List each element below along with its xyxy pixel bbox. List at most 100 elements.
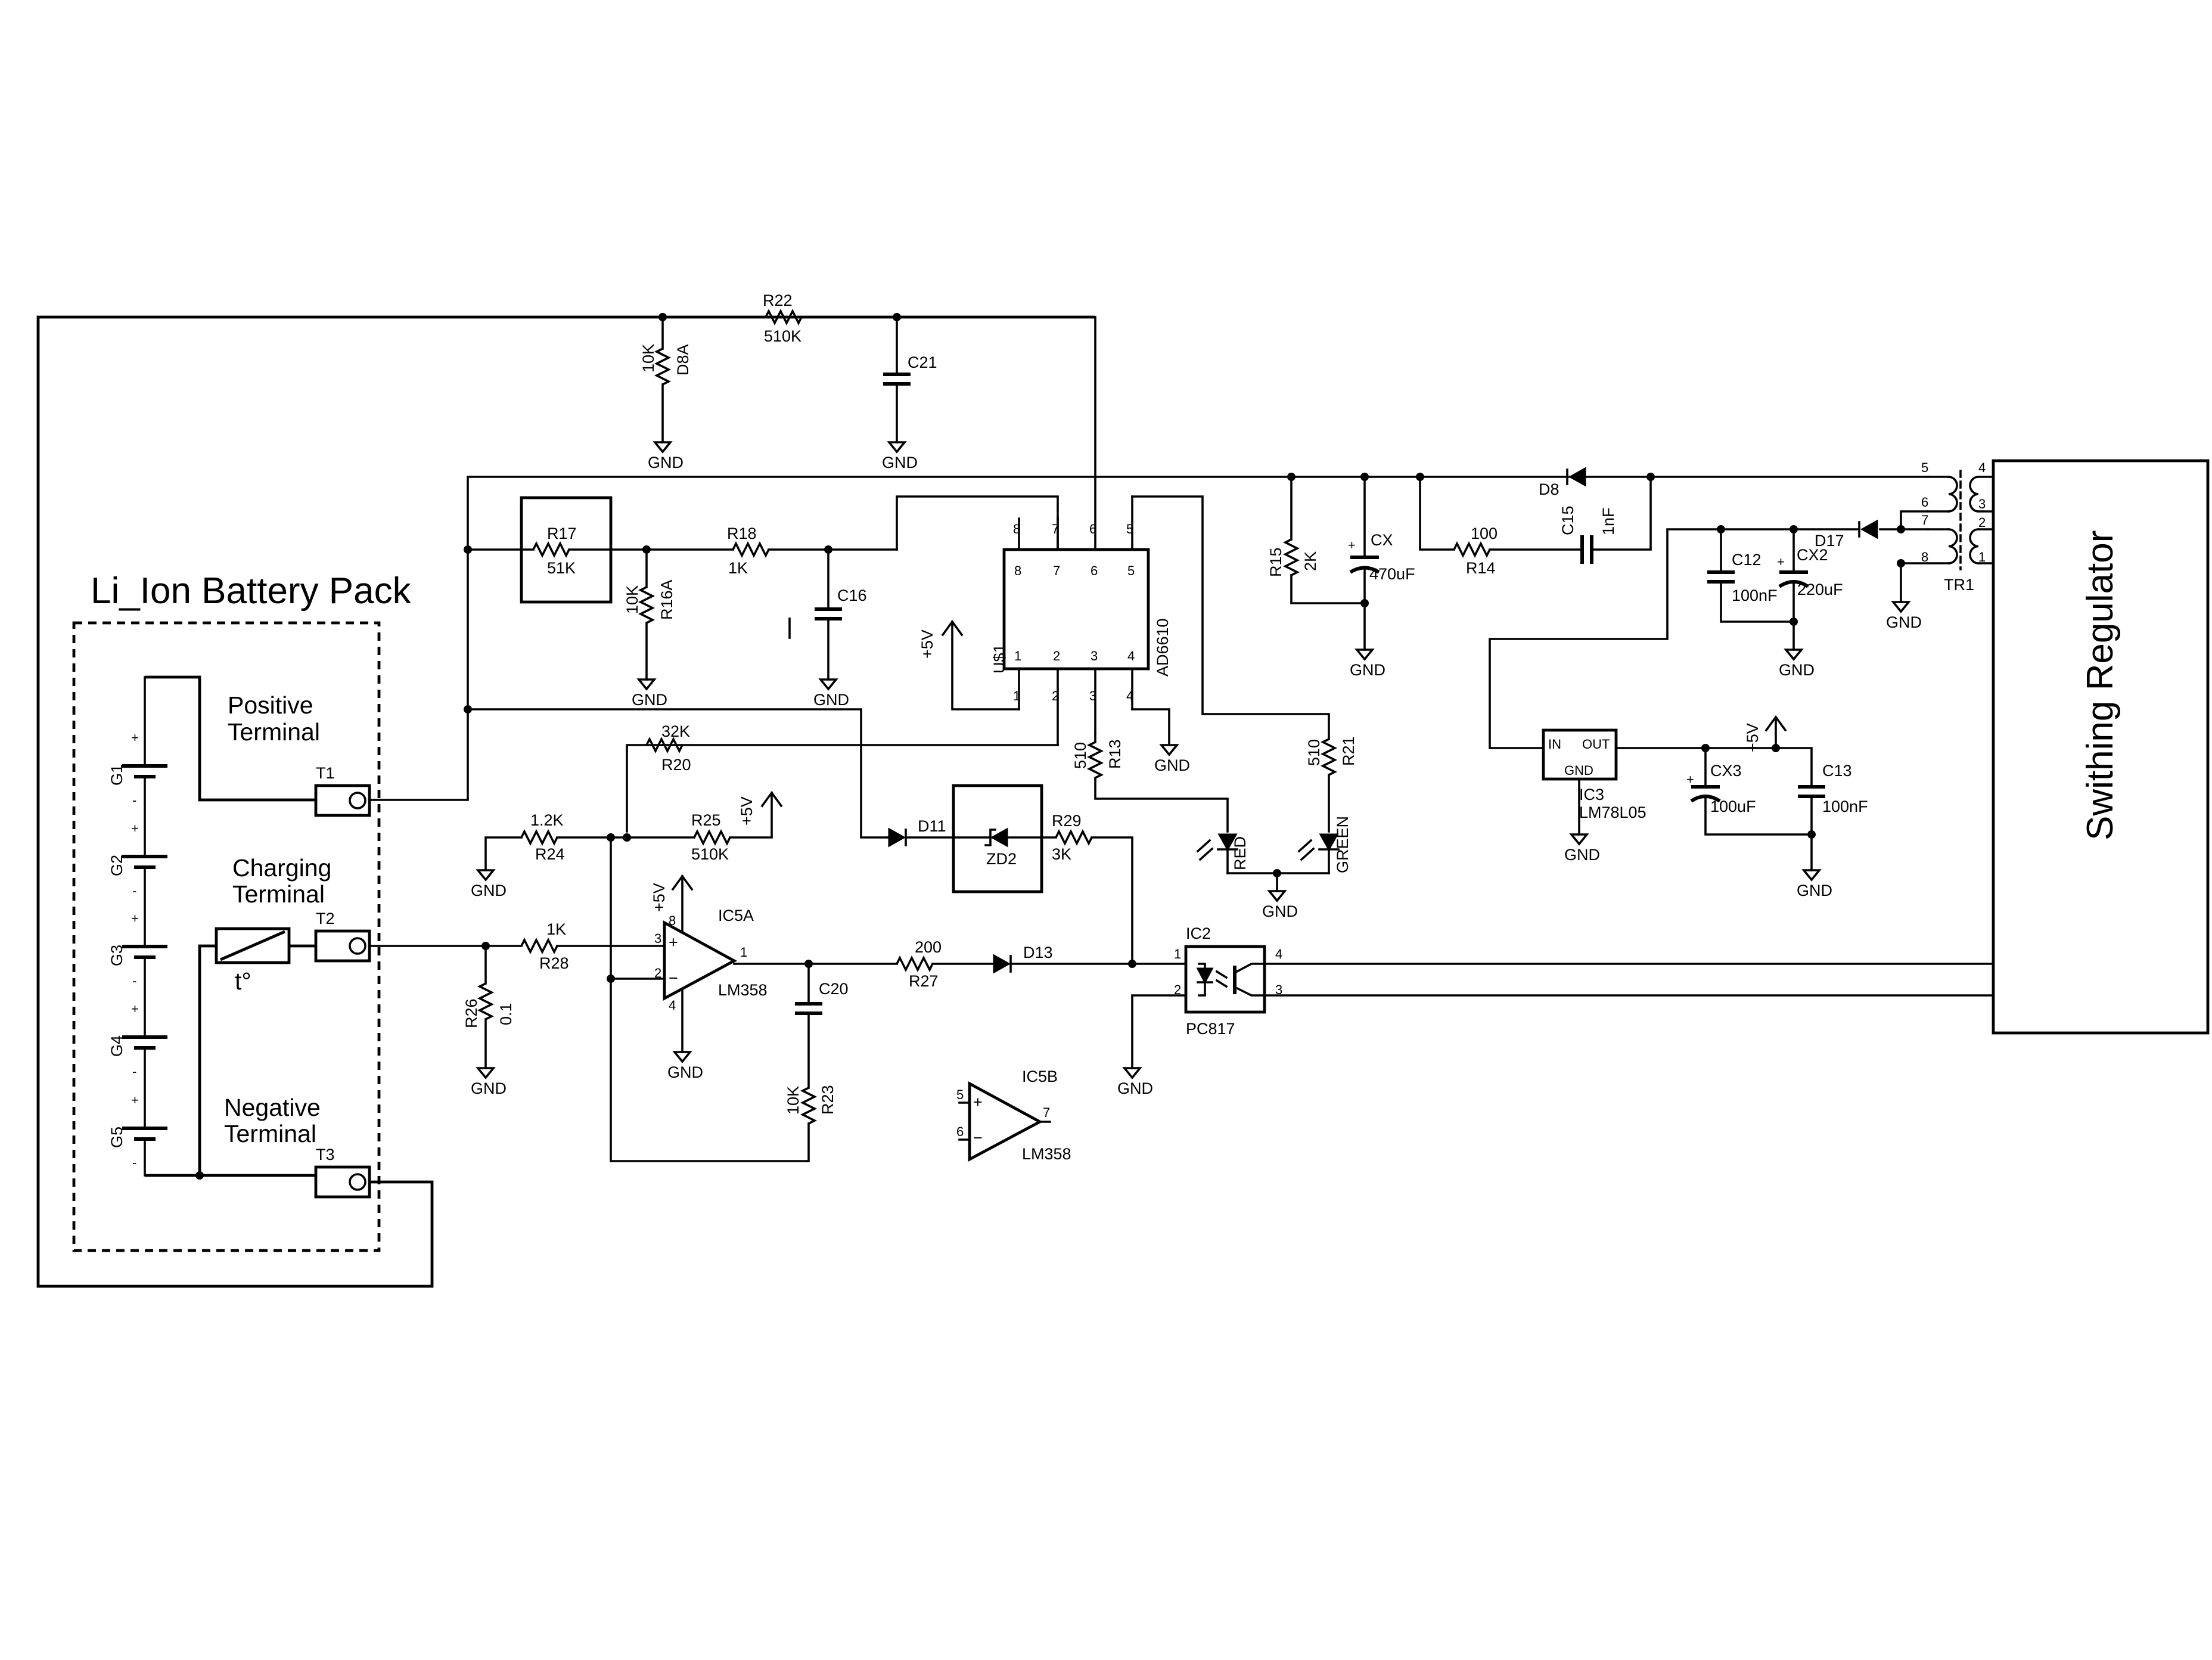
gnd-symbol: GND: [1117, 1067, 1153, 1097]
resistor-r29: [1055, 829, 1093, 846]
svg-text:10K: 10K: [784, 1086, 802, 1115]
cell-g1: G1 +-: [108, 730, 167, 808]
gnd-label: GND: [813, 691, 849, 709]
svg-text:−: −: [669, 969, 678, 987]
svg-text:PC817: PC817: [1186, 1020, 1235, 1038]
resistor-r18: [732, 541, 770, 558]
terminal-t1: T1: [314, 764, 371, 817]
cell-g3: G3 +-: [108, 911, 167, 988]
gnd-symbol: GND: [632, 678, 667, 709]
svg-text:10K: 10K: [639, 344, 657, 373]
svg-text:6: 6: [1089, 522, 1096, 536]
svg-text:+: +: [1686, 772, 1694, 787]
svg-text:C12: C12: [1732, 551, 1761, 569]
resistor-r27: [896, 955, 934, 973]
svg-text:+: +: [131, 821, 139, 836]
svg-text:4: 4: [1127, 649, 1135, 663]
r17-block: R17 51K: [467, 496, 734, 604]
svg-text:-: -: [132, 973, 136, 988]
svg-text:4: 4: [669, 998, 676, 1013]
gnd-symbol: GND: [1779, 649, 1815, 679]
resistor-r25: [693, 829, 731, 846]
svg-text:7: 7: [1921, 513, 1928, 528]
svg-text:10K: 10K: [623, 585, 641, 614]
svg-text:100uF: 100uF: [1710, 798, 1756, 815]
svg-text:R22: R22: [763, 291, 793, 309]
svg-text:T2: T2: [316, 910, 335, 927]
svg-text:G1: G1: [108, 764, 126, 786]
svg-text:R26: R26: [462, 998, 480, 1028]
gnd-label: GND: [1350, 661, 1385, 679]
svg-text:AD6610: AD6610: [1154, 618, 1172, 677]
resistor-r21: [1320, 738, 1338, 776]
svg-text:1K: 1K: [728, 559, 748, 577]
svg-text:R29: R29: [1052, 812, 1082, 830]
svg-text:OUT: OUT: [1582, 737, 1610, 752]
svg-text:4: 4: [1126, 688, 1133, 703]
outer-battery-loop: [36, 315, 1095, 1288]
svg-text:5: 5: [1921, 460, 1928, 475]
battery-pack-title: Li_Ion Battery Pack: [91, 570, 412, 612]
thermistor: [215, 927, 291, 964]
svg-text:R13: R13: [1106, 739, 1124, 769]
svg-text:G4: G4: [108, 1035, 126, 1057]
svg-text:1: 1: [1014, 649, 1021, 663]
svg-text:7: 7: [1053, 563, 1060, 578]
svg-text:8: 8: [1921, 550, 1928, 564]
svg-text:3: 3: [1978, 497, 1986, 511]
svg-text:IC5B: IC5B: [1022, 1068, 1058, 1085]
svg-text:IC2: IC2: [1186, 924, 1211, 942]
svg-text:1: 1: [1013, 688, 1020, 703]
gnd-symbol: GND: [471, 869, 507, 899]
svg-text:IC5A: IC5A: [718, 907, 754, 924]
svg-text:220uF: 220uF: [1797, 581, 1843, 598]
opamp-ic5a: + − 3 2 1 8 4 IC5A LM358: [654, 907, 768, 1013]
svg-text:0.1: 0.1: [497, 1003, 515, 1025]
svg-text:-: -: [132, 1064, 136, 1079]
svg-text:+: +: [131, 1001, 139, 1016]
negative-terminal-label: Negative: [224, 1094, 321, 1121]
svg-text:100nF: 100nF: [1732, 587, 1778, 604]
svg-text:RED: RED: [1231, 836, 1249, 870]
positive-terminal-label-2: Terminal: [228, 718, 320, 746]
svg-text:51K: 51K: [547, 559, 576, 577]
svg-text:GREEN: GREEN: [1334, 816, 1352, 873]
svg-text:2: 2: [654, 966, 661, 981]
svg-text:−: −: [973, 1129, 983, 1147]
gnd-label: GND: [1779, 661, 1815, 679]
svg-text:1: 1: [740, 945, 747, 960]
svg-text:+: +: [131, 1093, 139, 1107]
svg-text:TR1: TR1: [1944, 576, 1974, 594]
svg-text:C20: C20: [819, 980, 849, 998]
svg-text:LM358: LM358: [718, 981, 768, 999]
svg-text:D8: D8: [1539, 480, 1559, 498]
svg-text:200: 200: [915, 938, 942, 956]
svg-text:CX: CX: [1371, 531, 1393, 549]
resistor-r23: [800, 1087, 818, 1125]
resistor-r16a: [638, 586, 655, 624]
gnd-label: GND: [1117, 1079, 1153, 1097]
resistor-r15: [1282, 538, 1300, 576]
upper-rail: [368, 476, 1929, 801]
svg-text:5: 5: [956, 1087, 964, 1102]
svg-text:+5V: +5V: [650, 883, 668, 912]
svg-text:R16A: R16A: [658, 579, 676, 620]
battery-pack-boundary: [72, 621, 381, 1252]
top-divider-network: R22 510K 10K D8A C21: [639, 291, 937, 443]
battery-pack: Li_Ion Battery Pack Positive Terminal Ch…: [91, 570, 412, 1199]
resistor-r13: [1086, 741, 1104, 779]
gnd-symbol: GND: [667, 1051, 703, 1081]
svg-text:R18: R18: [727, 525, 757, 542]
terminal-t3: T3: [314, 1146, 371, 1199]
diode-d17: D17: [1815, 519, 1902, 550]
svg-text:470uF: 470uF: [1369, 565, 1415, 583]
transformer-tr1: 5 4 6 3 7 2 8 1 TR1: [1921, 460, 1994, 594]
svg-text:4: 4: [1978, 460, 1986, 475]
gnd-symbol: GND: [648, 441, 684, 471]
resistor-r26: [477, 982, 495, 1020]
svg-text:100nF: 100nF: [1822, 798, 1868, 815]
diode-d8: D8: [1539, 467, 1586, 498]
svg-text:5: 5: [1127, 563, 1135, 578]
svg-text:5: 5: [1126, 522, 1133, 536]
svg-text:R15: R15: [1267, 547, 1285, 577]
